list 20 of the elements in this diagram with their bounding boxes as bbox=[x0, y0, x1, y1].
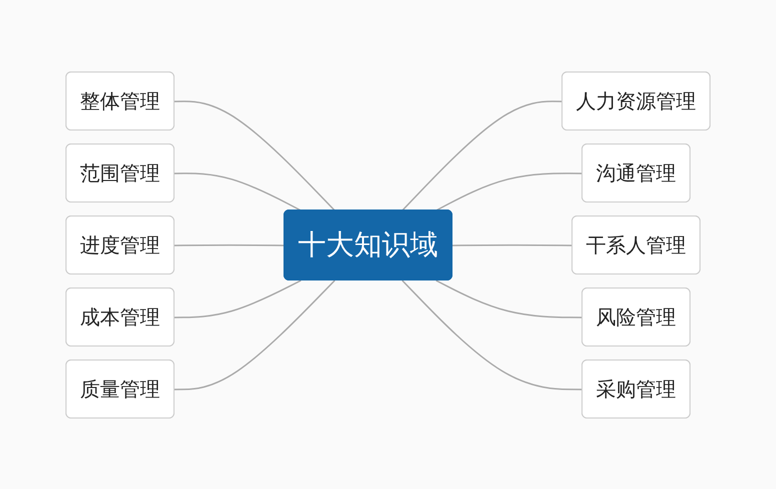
connector bbox=[174, 279, 302, 318]
node-text: 人力资源管理 bbox=[576, 88, 696, 112]
node-text: 进度管理 bbox=[80, 232, 160, 256]
connector bbox=[436, 279, 582, 318]
node-text: 风险管理 bbox=[596, 304, 676, 328]
node-text: 干系人管理 bbox=[586, 232, 686, 256]
node-text: 成本管理 bbox=[80, 304, 160, 328]
connector bbox=[402, 100, 562, 211]
node-text: 质量管理 bbox=[80, 376, 160, 400]
connector bbox=[436, 172, 582, 211]
node-text: 整体管理 bbox=[80, 88, 160, 112]
connector bbox=[402, 279, 582, 390]
node-text: 采购管理 bbox=[596, 376, 676, 400]
node-text: 沟通管理 bbox=[596, 160, 676, 184]
connector bbox=[452, 244, 572, 246]
connector bbox=[174, 172, 302, 211]
connector bbox=[174, 279, 336, 390]
connector bbox=[174, 100, 336, 211]
connector bbox=[174, 244, 284, 246]
node-text: 范围管理 bbox=[80, 160, 160, 184]
